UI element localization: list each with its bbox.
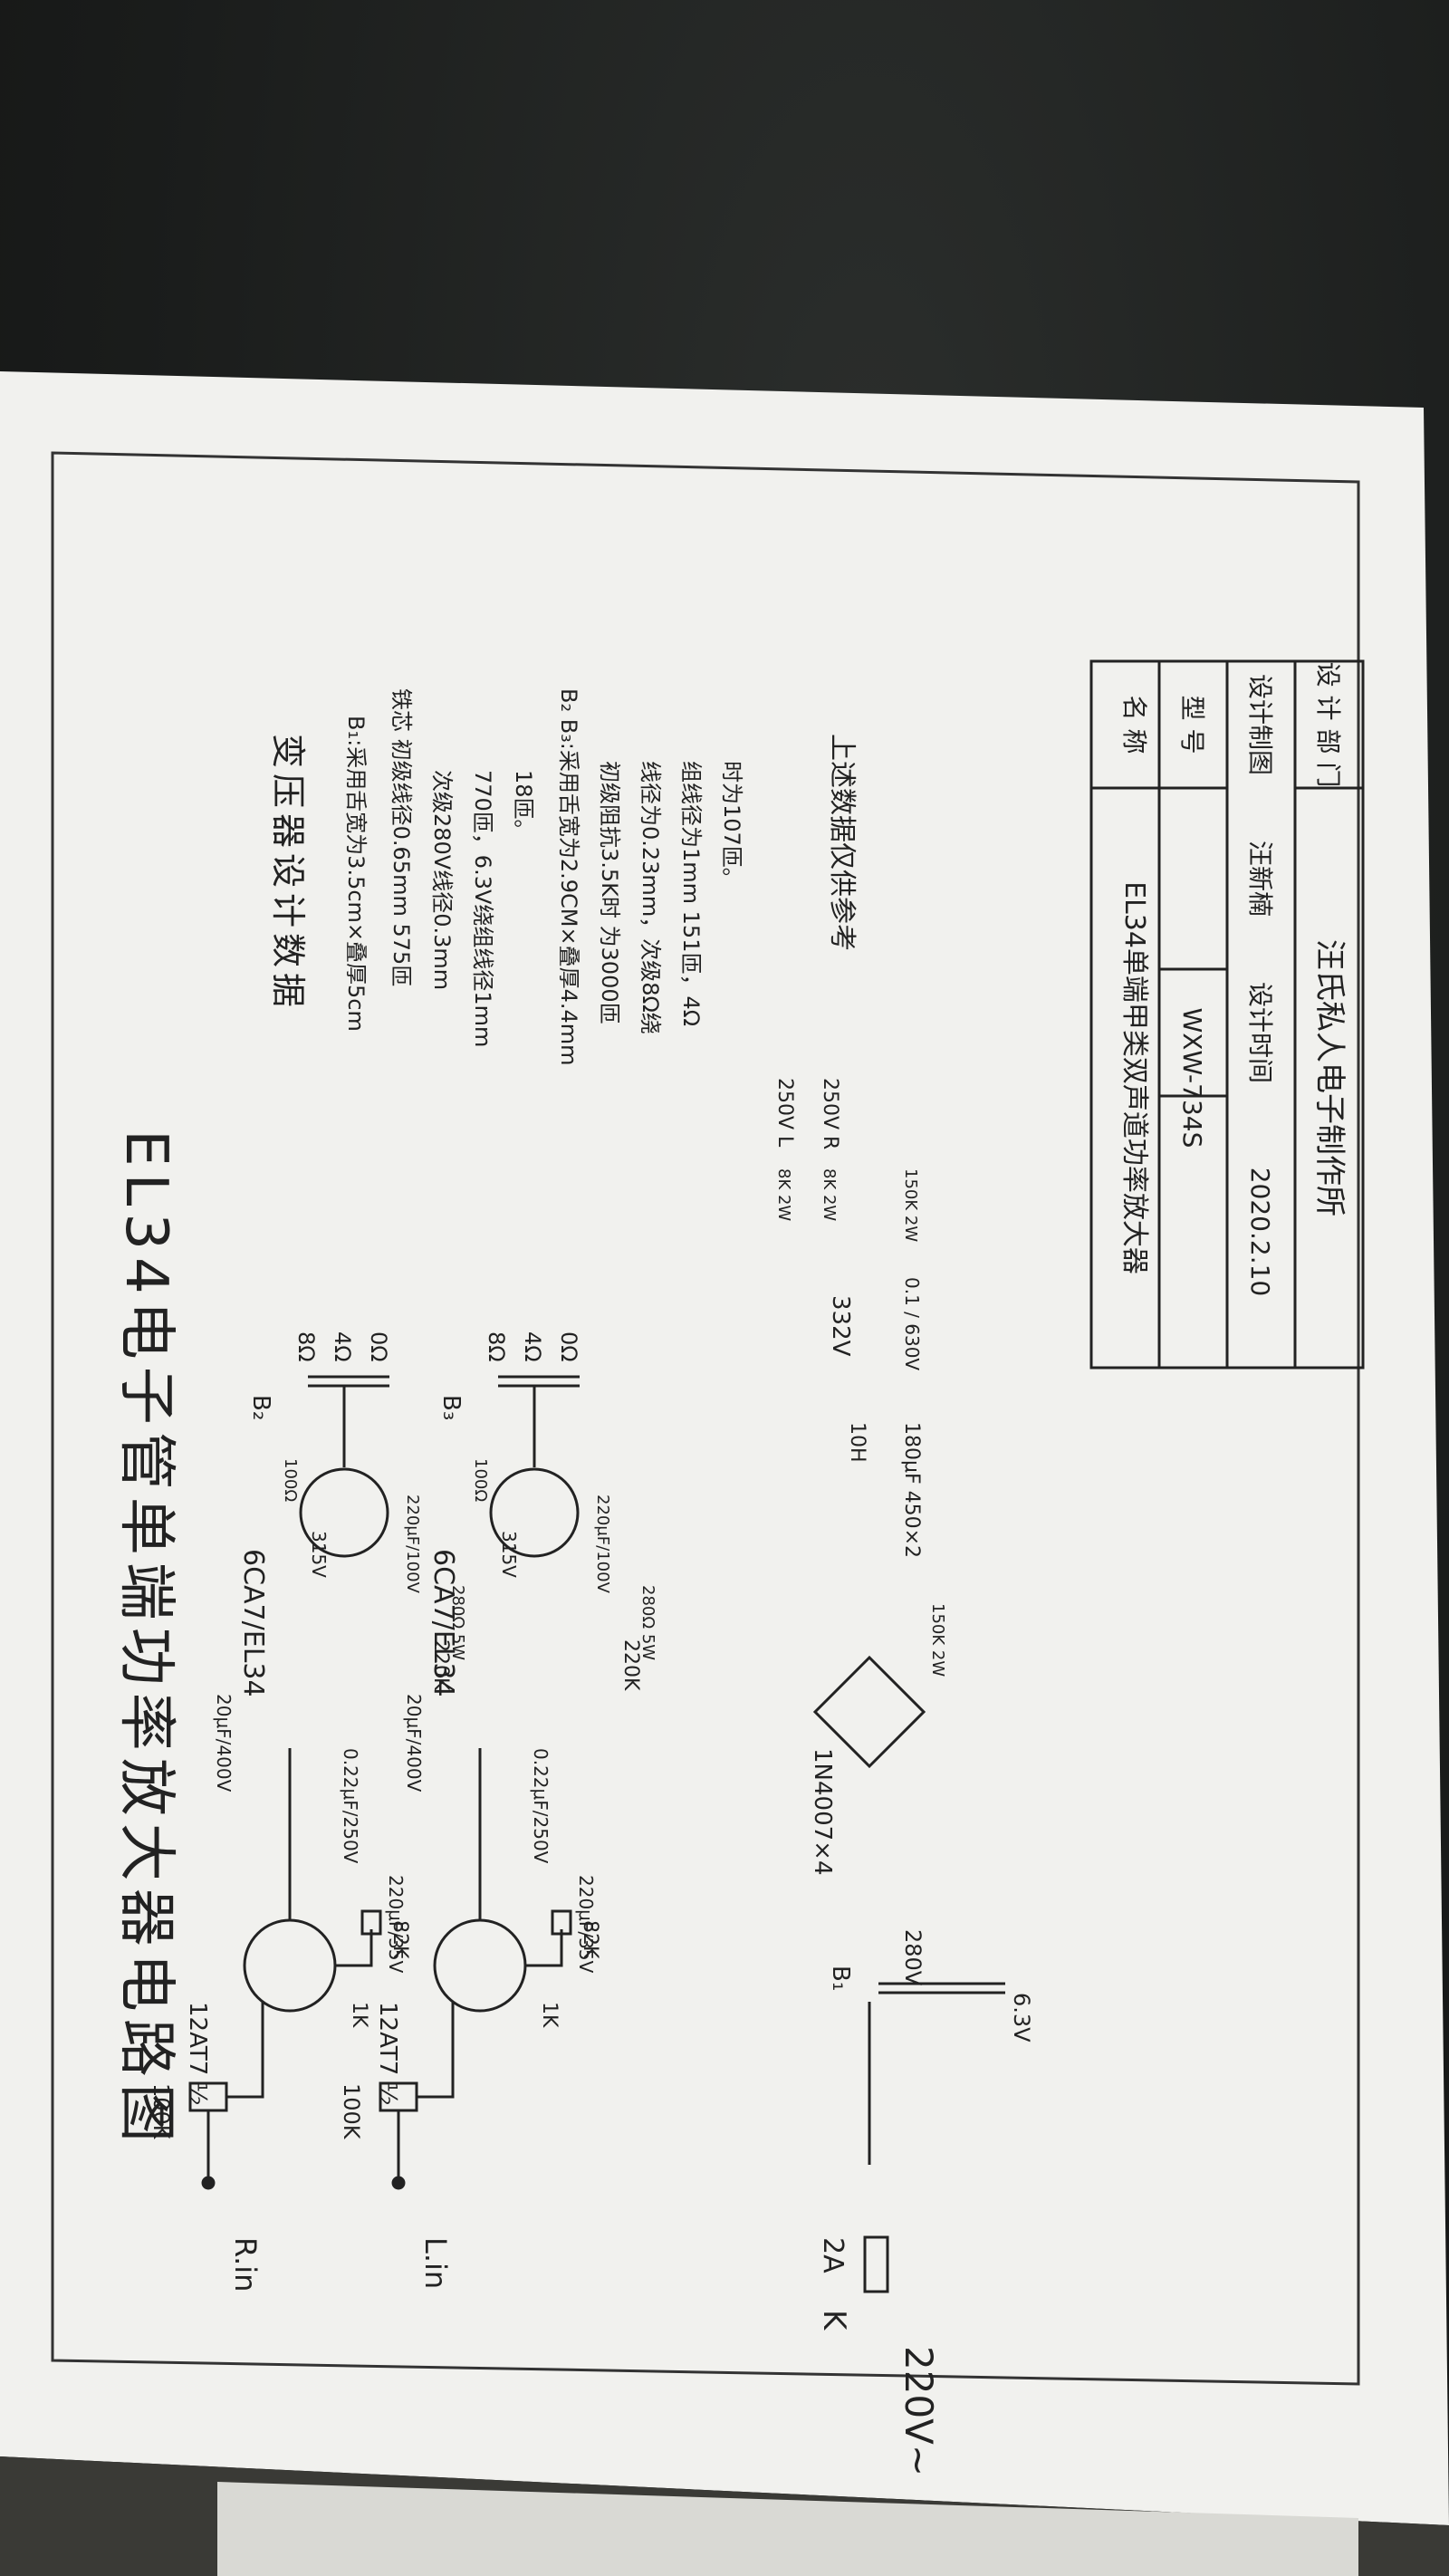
- channel-r-grid-resistor-label: 220K: [429, 1639, 452, 1691]
- drawing-content: EL34电子管单端功率放大器电路图 变压器设计数据 B₁:采用舌宽为3.5cm×…: [112, 659, 1365, 2476]
- bridge-rectifier: [812, 1655, 926, 1769]
- drawing-frame: [51, 451, 1360, 2386]
- channel-l-screen-voltage-label: 315V: [498, 1531, 520, 1578]
- channel-r-volume-label: 100K: [149, 2083, 174, 2140]
- title-block-date-label: 设计时间: [1245, 982, 1275, 1083]
- note-line: 线径为0.23mm，次级8Ω绕: [638, 761, 663, 1034]
- notes-heading: 变压器设计数据: [268, 734, 308, 1013]
- title-block-designer-label: 设计制图: [1245, 674, 1275, 775]
- channel-r-output-transformer: [308, 1375, 389, 1388]
- channel-l-screen-resistor-label: 100Ω: [471, 1458, 490, 1502]
- channel-r-cathode-resistor-label: 1K: [348, 2002, 370, 2028]
- fuse-symbol: [863, 2235, 889, 2293]
- title-block-name-label: 名 称: [1119, 696, 1149, 755]
- channel-l-grid-resistor-label: 220K: [619, 1639, 642, 1691]
- bleeder2-label: 150K 2W: [901, 1168, 920, 1242]
- title-block-designer-value: 汪新楠: [1245, 841, 1275, 917]
- paper-sheet: [0, 371, 1449, 2525]
- note-line: B₁:采用舌宽为3.5cm×叠厚5cm: [343, 716, 369, 1032]
- film-cap-label: 0.1 / 630V: [901, 1277, 923, 1370]
- title-block-name-value: EL34单端甲类双声道功率放大器: [1118, 881, 1150, 1274]
- channel-r-input-label: R.in: [228, 2237, 263, 2292]
- notes-lines: B₁:采用舌宽为3.5cm×叠厚5cm 铁芯 初级线径0.65mm 575匝 次…: [343, 688, 858, 1066]
- choke-label: 10H: [846, 1422, 868, 1463]
- channel-r-tap-8: 8Ω: [293, 1331, 319, 1362]
- note-line: 次级280V线径0.3mm: [429, 770, 455, 990]
- dropper-l-label: 8K 2W: [774, 1168, 793, 1221]
- channel-r-transformer-label: B₂: [247, 1395, 274, 1420]
- note-line: 组线径为1mm 151匝，4Ω: [678, 761, 704, 1026]
- channel-r-screen-resistor-label: 100Ω: [281, 1458, 300, 1502]
- note-line: 770匝，6.3V绕组线径1mm: [470, 770, 495, 1047]
- channel-r: R.in 100K 12AT7 ½ 82K 1K 220μF/35V 0.22μ…: [149, 1331, 467, 2292]
- channel-l-output-transformer: [498, 1375, 580, 1388]
- channel-l-plate-resistor-label: 82K: [579, 1920, 601, 1959]
- rail-r-label: 250V R: [819, 1078, 841, 1149]
- title-block-model-value: WXW-734S: [1177, 1008, 1207, 1149]
- channel-l-preamp-tube-label: 12AT7 ½: [374, 2002, 401, 2106]
- channel-r-cathode-cap-label: 220μF/35V: [385, 1875, 407, 1974]
- channel-r-output-tube-label: 6CA7/EL34: [237, 1549, 269, 1697]
- bleeder-label: 150K 2W: [928, 1603, 947, 1677]
- mains-label: 220V~: [897, 2346, 941, 2476]
- note-line: 铁芯 初级线径0.65mm 575匝: [389, 688, 414, 986]
- channel-l-tap-8: 8Ω: [484, 1331, 509, 1362]
- channel-l-output-tube-label: 6CA7/EL34: [427, 1549, 459, 1697]
- rail-l-label: 250V L: [773, 1078, 796, 1148]
- note-line: B₂ B₃:采用舌宽为2.9CM×叠厚4.4mm: [556, 688, 581, 1066]
- channel-l-tap-4: 4Ω: [520, 1331, 545, 1362]
- channel-r-preamp-tube-label: 12AT7 ½: [184, 2002, 211, 2106]
- channel-r-screen-voltage-label: 315V: [308, 1531, 330, 1578]
- channel-l-transformer-label: B₃: [437, 1395, 465, 1420]
- filter-cap-label: 180μF 450×2: [900, 1422, 923, 1558]
- channel-l-coupling-cap-label: 0.22μF/250V: [530, 1748, 552, 1864]
- paper-lower-edge: [217, 2482, 1358, 2576]
- channel-l: L.in 100K 12AT7 ½ 82K 1K 220μF/35V 0.22μ…: [339, 1331, 657, 2289]
- dropper-r-label: 8K 2W: [820, 1168, 839, 1221]
- channel-r-plate-resistor-label: 82K: [389, 1920, 411, 1959]
- channel-r-plate-resistor: [360, 1909, 382, 1936]
- power-supply: 220V~ K 2A B₁ 280V 6.3V 1N4007×4 150K 2W…: [773, 1078, 1034, 2476]
- power-transformer-label: B₁: [827, 1966, 854, 1991]
- channel-l-output-cathode-resistor-label: 280Ω 5W: [638, 1585, 657, 1660]
- note-line: 初级阻抗3.5K时 为3000匝: [597, 761, 622, 1024]
- title-block-model-label: 型 号: [1177, 696, 1207, 755]
- title-block-dept-value: 汪氏私人电子制作所: [1311, 939, 1348, 1216]
- title-block-date-value: 2020.2.10: [1245, 1168, 1275, 1297]
- channel-l-cathode-cap-label: 220μF/35V: [575, 1875, 597, 1974]
- note-line: 18匝。: [511, 770, 536, 841]
- hv-winding-label: 280V: [900, 1929, 926, 1986]
- channel-r-coupling-cap-label: 0.22μF/250V: [340, 1748, 361, 1864]
- channel-r-decoupling-cap-label: 20μF/400V: [213, 1694, 235, 1793]
- channel-l-output-tube: [489, 1467, 580, 1558]
- fuse-label: 2A: [817, 2237, 849, 2273]
- channel-r-tap-4: 4Ω: [330, 1331, 355, 1362]
- note-line: 上述数据仅供参考: [826, 734, 858, 951]
- channel-r-tap-0: 0Ω: [366, 1331, 391, 1362]
- diagram-title: EL34电子管单端功率放大器电路图: [112, 1129, 179, 2149]
- b-plus-label: 332V: [827, 1295, 854, 1357]
- channel-l-volume-label: 100K: [339, 2083, 364, 2140]
- channel-l-plate-resistor: [551, 1909, 572, 1936]
- channel-l-decoupling-cap-label: 20μF/400V: [403, 1694, 425, 1793]
- channel-r-output-tube: [299, 1467, 389, 1558]
- mains-transformer-core: [878, 1982, 1005, 1994]
- note-line: 时为107匝。: [719, 761, 744, 889]
- channel-l-input-label: L.in: [418, 2237, 453, 2289]
- rectifier-label: 1N4007×4: [809, 1748, 836, 1876]
- channel-l-tap-0: 0Ω: [556, 1331, 581, 1362]
- channel-r-output-cathode-cap-label: 220μF/100V: [403, 1495, 422, 1594]
- heater-winding-label: 6.3V: [1009, 1993, 1034, 2043]
- title-block: 名 称 EL34单端甲类双声道功率放大器 型 号 WXW-734S 设计制图 汪…: [1089, 659, 1365, 1370]
- switch-label: K: [816, 2310, 852, 2331]
- channel-r-output-cathode-resistor-label: 280Ω 5W: [448, 1585, 467, 1660]
- channel-l-cathode-resistor-label: 1K: [538, 2002, 561, 2028]
- title-block-dept-label: 设 计 部 门: [1313, 662, 1343, 788]
- channel-l-output-cathode-cap-label: 220μF/100V: [593, 1495, 612, 1594]
